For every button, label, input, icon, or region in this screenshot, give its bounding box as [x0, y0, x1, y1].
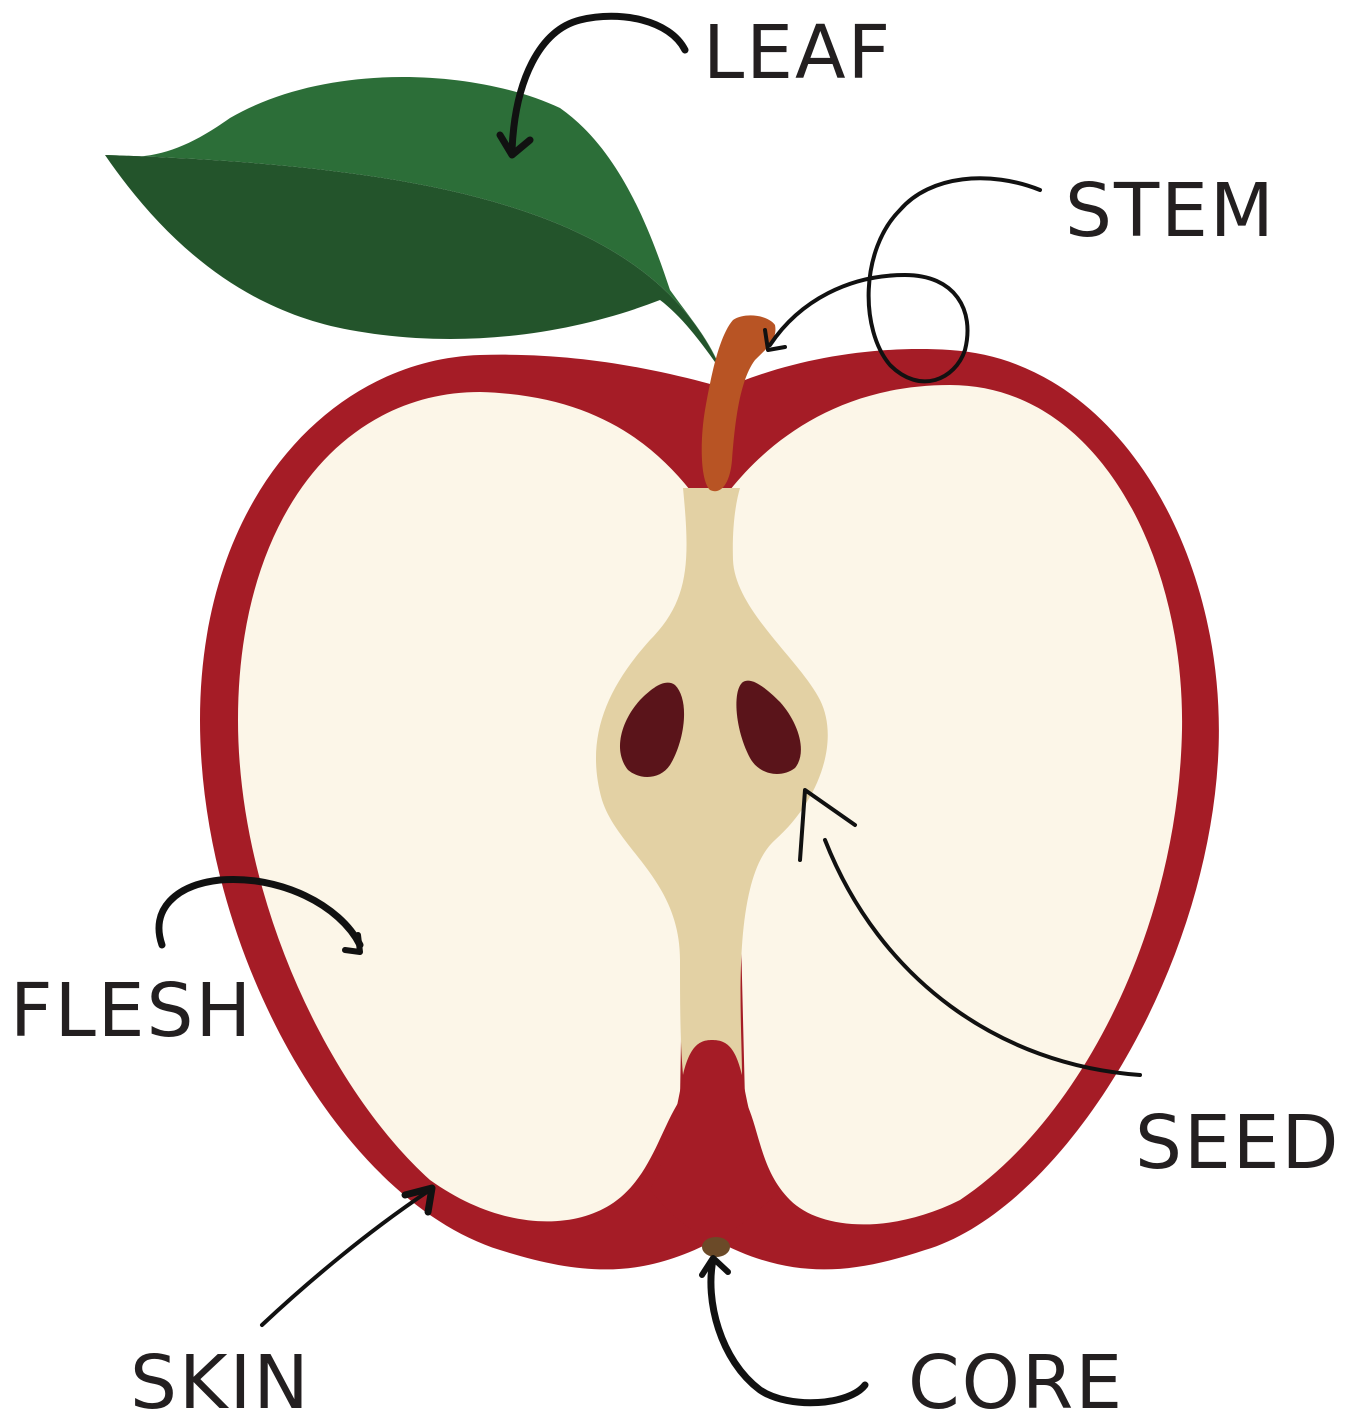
label-core: CORE — [908, 1340, 1124, 1416]
skin-arrow — [262, 1190, 430, 1325]
label-flesh: FLESH — [10, 968, 253, 1054]
leaf-lower-half — [105, 155, 722, 372]
core-arrow — [711, 1260, 865, 1403]
apple-calyx — [702, 1237, 730, 1257]
leaf — [105, 77, 722, 372]
label-leaf: LEAF — [703, 10, 892, 96]
label-seed: SEED — [1135, 1100, 1340, 1186]
label-skin: SKIN — [130, 1340, 311, 1416]
label-stem: STEM — [1065, 168, 1276, 254]
